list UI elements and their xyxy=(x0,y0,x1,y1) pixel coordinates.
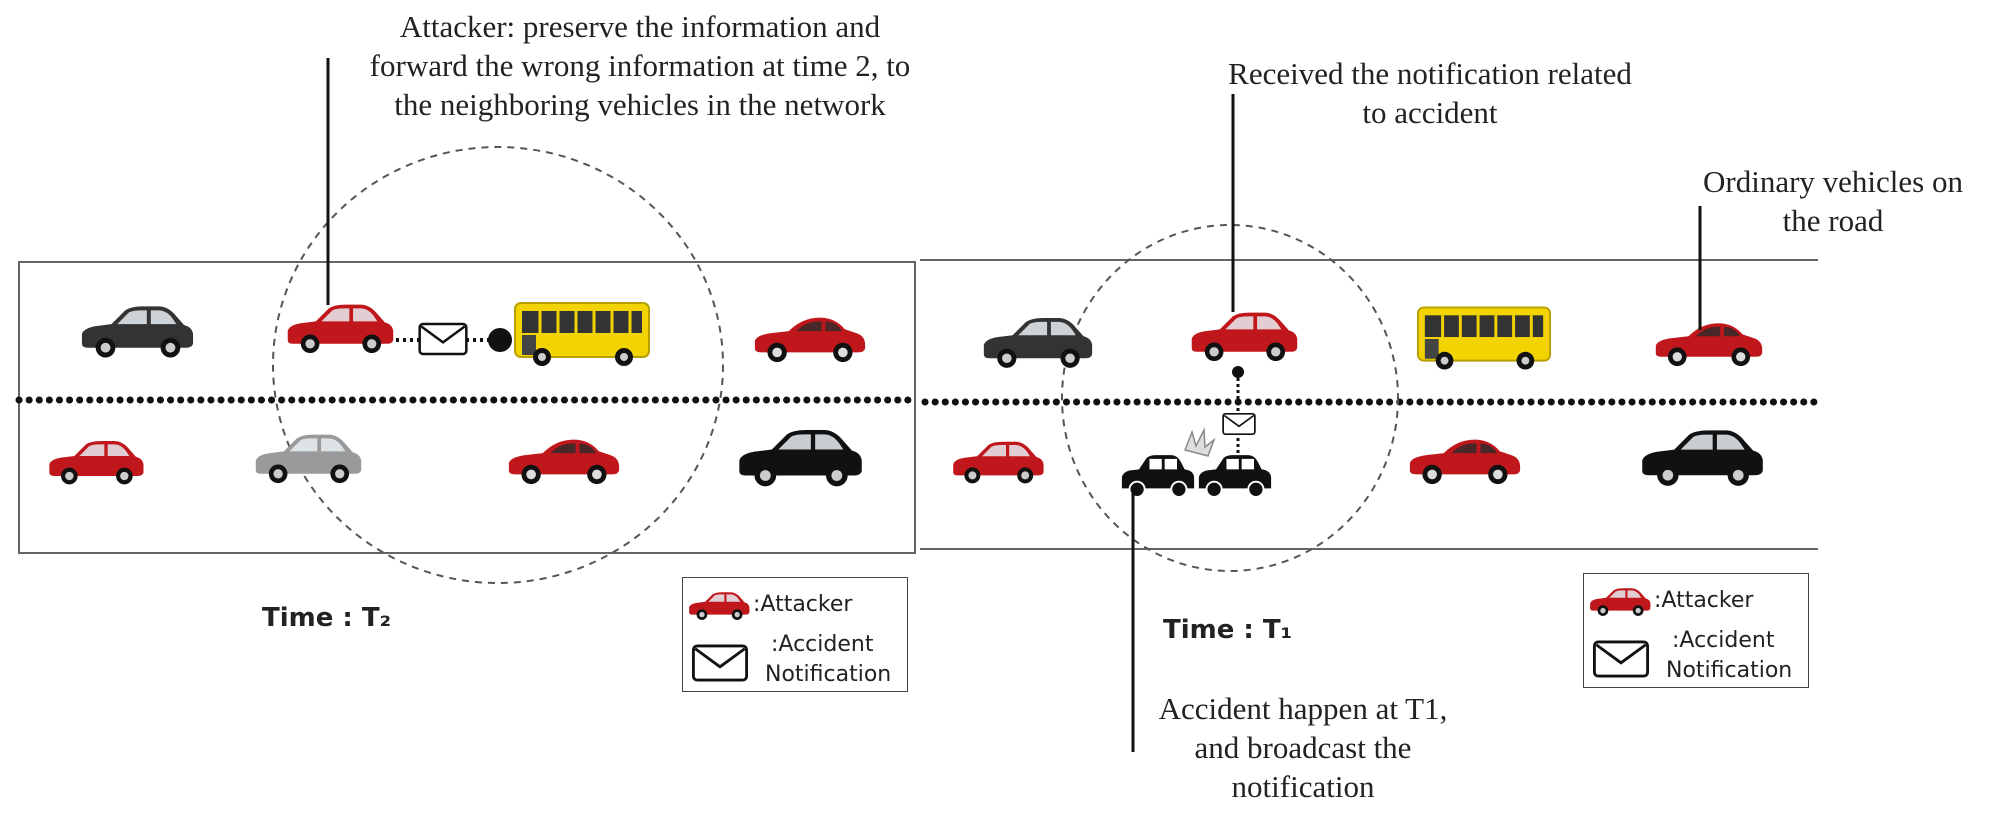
collision-spark-icon xyxy=(1183,427,1216,457)
envelope-icon xyxy=(691,644,749,682)
legend-attacker-row: :Attacker xyxy=(683,580,907,630)
legend-attacker-label: :Attacker xyxy=(1654,588,1754,613)
legend-left: :Attacker :Accident Notification xyxy=(682,577,908,692)
annotation-line: Attacker: preserve the information and xyxy=(399,9,881,44)
annotation-line: Received the notification related xyxy=(1228,56,1632,91)
envelope-icon xyxy=(1592,640,1650,678)
bus-icon xyxy=(513,301,651,368)
envelope-icon xyxy=(1222,412,1256,436)
right-communication-range xyxy=(1061,224,1399,572)
ordinary-red-car-icon xyxy=(754,317,866,363)
received-annotation: Received the notification related to acc… xyxy=(1190,55,1670,133)
red-car-icon xyxy=(1588,578,1652,624)
annotation-line: to accident xyxy=(1362,94,1498,130)
red-car-icon xyxy=(687,582,751,628)
annotation-line: Ordinary vehicles on xyxy=(1703,164,1963,199)
legend-notification-line: Notification xyxy=(1666,657,1793,683)
left-communication-range xyxy=(272,146,724,584)
annotation-line: Accident happen at T1, xyxy=(1158,691,1448,726)
accident-car-icon xyxy=(1197,454,1273,498)
ordinary-car-icon xyxy=(81,306,194,358)
legend-attacker-label: :Attacker xyxy=(753,592,853,617)
legend-notification-line: Notification xyxy=(765,661,892,687)
ordinary-red-car-icon xyxy=(1655,323,1763,367)
ordinary-car-icon xyxy=(983,318,1093,368)
annotation-line: forward the wrong information at time 2,… xyxy=(369,47,911,83)
time-label-t2: Time : T₂ xyxy=(262,603,391,633)
legend-notification-label: :Accident Notification xyxy=(1666,626,1792,685)
ordinary-silver-car-icon xyxy=(255,434,362,484)
attacker-car-icon xyxy=(287,304,394,354)
accident-annotation: Accident happen at T1, and broadcast the… xyxy=(1118,690,1488,806)
legend-attacker-row: :Attacker xyxy=(1584,576,1808,626)
legend-notification-line: :Accident xyxy=(1672,628,1775,653)
legend-right: :Attacker :Accident Notification xyxy=(1583,573,1809,688)
envelope-icon xyxy=(418,322,468,356)
annotation-line: the road xyxy=(1782,202,1884,238)
receiver-car-icon xyxy=(1191,312,1298,362)
ordinary-red-car-icon xyxy=(508,439,620,485)
ordinary-black-car-icon xyxy=(739,430,862,487)
time-label-t1: Time : T₁ xyxy=(1163,615,1292,645)
ordinary-red-car-icon xyxy=(1409,439,1521,485)
ordinary-black-car-icon xyxy=(1642,430,1763,486)
left-road-panel xyxy=(18,261,916,554)
annotation-line: and broadcast the xyxy=(1194,729,1412,765)
ordinary-red-car-icon xyxy=(49,441,144,485)
bus-icon xyxy=(1416,305,1552,372)
legend-notification-line: :Accident xyxy=(771,632,874,657)
legend-notification-label: :Accident Notification xyxy=(765,630,891,689)
legend-notification-row: :Accident Notification xyxy=(1584,626,1808,686)
annotation-line: notification xyxy=(1231,768,1375,804)
annotation-line: the neighboring vehicles in the network xyxy=(394,86,886,122)
ordinary-red-car-icon xyxy=(953,441,1044,484)
attacker-annotation: Attacker: preserve the information and f… xyxy=(330,8,950,124)
legend-notification-row: :Accident Notification xyxy=(683,630,907,690)
ordinary-annotation: Ordinary vehicles on the road xyxy=(1668,163,1998,241)
broadcast-node xyxy=(1232,366,1244,378)
forward-node xyxy=(488,328,512,352)
